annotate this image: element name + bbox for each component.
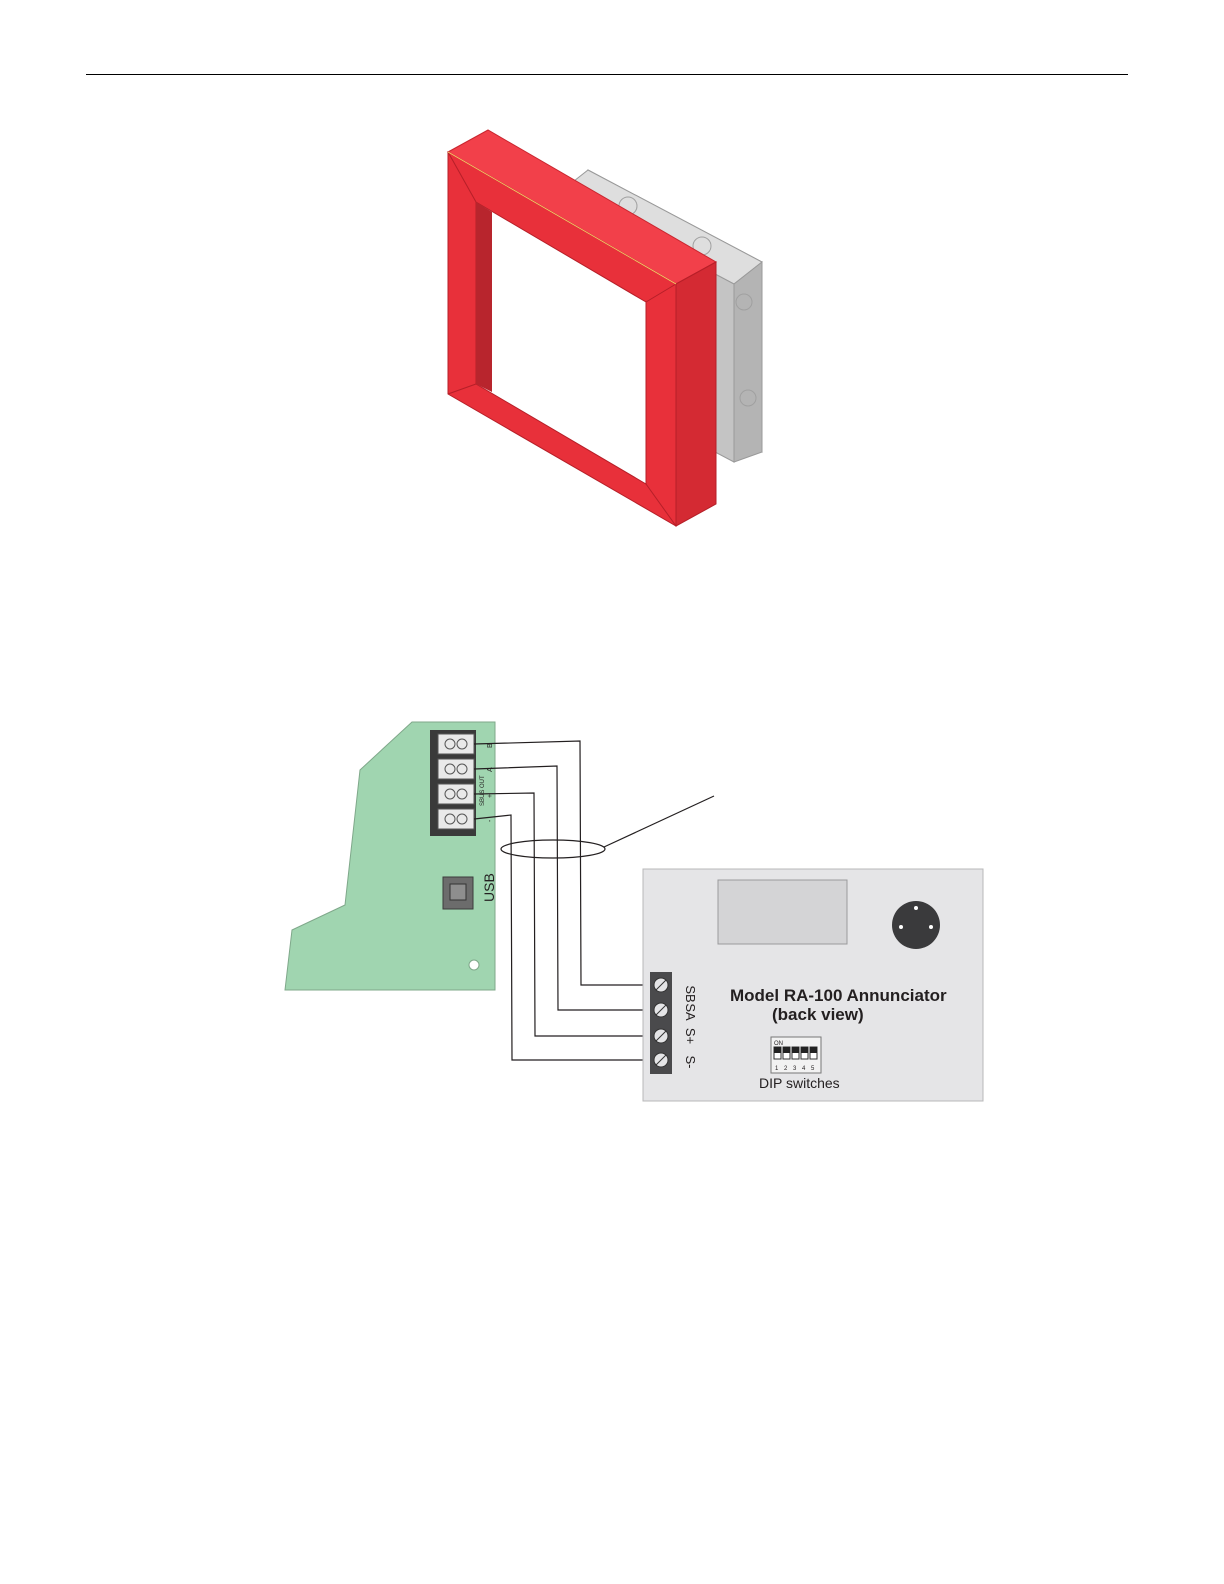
wiring-figure: SBUS OUT B A + - USB xyxy=(285,722,983,1101)
wire-sa xyxy=(474,766,652,1010)
annunciator-title: Model RA-100 Annunciator xyxy=(730,986,947,1005)
dip-switches-label: DIP switches xyxy=(759,1075,840,1091)
trim-ring-figure xyxy=(448,130,762,526)
dip-on-label: ON xyxy=(774,1041,783,1047)
dip-switches: ON 1 2 3 4 5 xyxy=(771,1037,821,1073)
wire-sminus xyxy=(474,815,652,1060)
wire-splus xyxy=(474,793,652,1036)
annunciator-subtitle: (back view) xyxy=(772,1005,864,1024)
mounting-hole xyxy=(469,960,479,970)
callout-leader xyxy=(604,796,714,847)
terminal-mark-plus: + xyxy=(487,794,494,798)
terminal-label-sa: SA xyxy=(683,1003,698,1021)
terminal-label-sminus: S- xyxy=(683,1056,698,1069)
terminal-label-splus: S+ xyxy=(683,1028,698,1044)
wires xyxy=(474,741,652,1060)
wire-bundle-ellipse xyxy=(501,840,605,858)
sbus-out-label: SBUS OUT xyxy=(480,775,486,806)
display-window xyxy=(718,880,847,944)
annunciator-back: SB SA S+ S- Model RA-100 Annunciator (ba… xyxy=(643,869,983,1101)
terminal-label-sb: SB xyxy=(683,985,698,1002)
wire-sb xyxy=(474,741,652,985)
control-panel-board: SBUS OUT B A + - USB xyxy=(285,722,497,990)
trim-ring xyxy=(448,130,716,526)
usb-label: USB xyxy=(481,873,497,902)
sounder xyxy=(892,901,940,949)
